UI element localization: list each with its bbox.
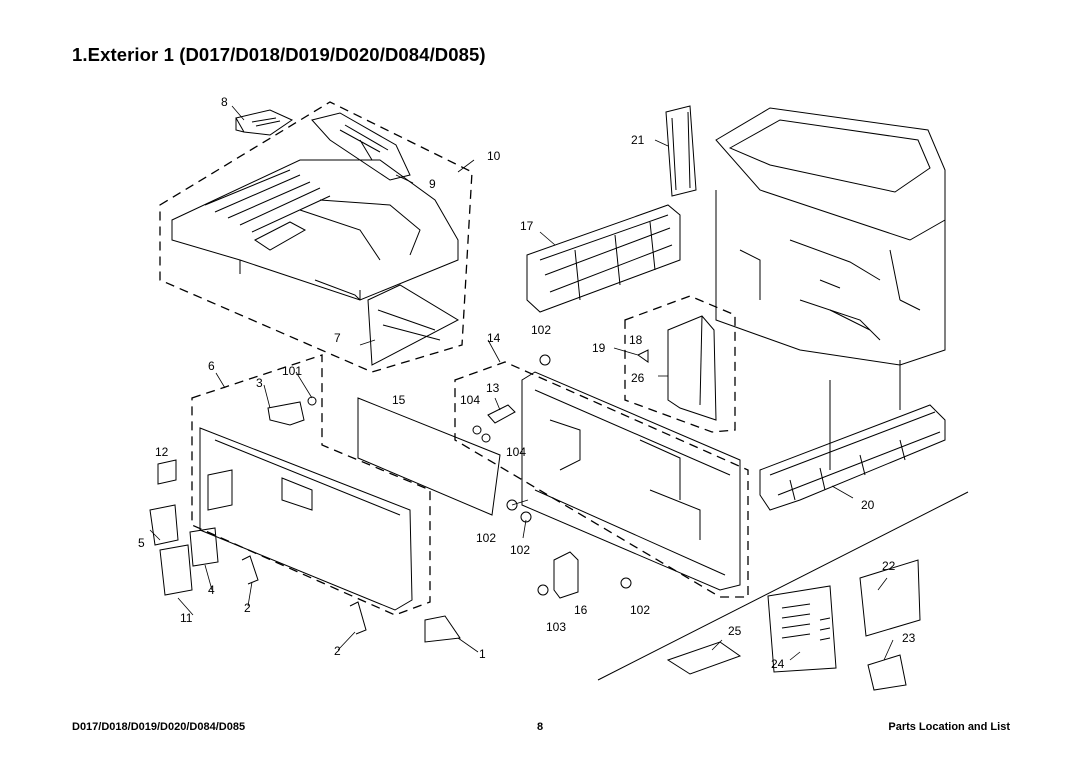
callout-13: 13	[486, 381, 500, 395]
callout-17: 17	[520, 219, 534, 233]
accessories-divider	[597, 491, 969, 681]
callout-101: 101	[282, 364, 302, 378]
part-20-unit	[759, 404, 946, 511]
machine-body	[715, 107, 946, 470]
part-18-clip	[637, 349, 649, 363]
footer-section-title: Parts Location and List	[888, 721, 1010, 733]
part-4-plate	[189, 527, 219, 567]
callout-4: 4	[208, 583, 215, 597]
part-16-latch	[553, 551, 579, 599]
callout-103: 103	[546, 620, 566, 634]
screws	[307, 354, 632, 596]
footer-page-number: 8	[537, 721, 544, 733]
leader-lines	[149, 105, 894, 661]
callout-10: 10	[487, 149, 501, 163]
part-6-front-cover	[199, 427, 413, 611]
callout-2-right: 2	[334, 644, 341, 658]
callout-104-top: 104	[460, 393, 480, 407]
part-2-hook-b	[349, 601, 367, 635]
callout-2-left: 2	[244, 601, 251, 615]
callout-14: 14	[487, 331, 501, 345]
part-14-inner-cover	[521, 371, 741, 591]
callout-26: 26	[631, 371, 645, 385]
callout-11: 11	[180, 611, 193, 625]
footer-model-list: D017/D018/D019/D020/D084/D085	[72, 721, 246, 733]
part-2-hook-a	[241, 555, 259, 585]
part-8-handle	[235, 109, 294, 136]
part-7-plate	[367, 284, 460, 366]
dashed-group-front-cover	[191, 354, 431, 616]
part-26-side-cover	[667, 315, 717, 421]
part-12-pad	[157, 459, 177, 485]
callout-20: 20	[861, 498, 875, 512]
callout-7: 7	[334, 331, 341, 345]
part-5-cover	[149, 504, 179, 546]
callout-22: 22	[882, 559, 896, 573]
part-23-brush	[867, 654, 907, 691]
callout-102-left: 102	[476, 531, 496, 545]
part-24-sheet	[767, 585, 837, 673]
callout-19: 19	[592, 341, 606, 355]
callout-6: 6	[208, 359, 215, 373]
part-11-tray	[159, 544, 193, 596]
part-17-duct	[526, 204, 681, 313]
callout-1: 1	[479, 647, 486, 661]
callout-23: 23	[902, 631, 916, 645]
part-25-manual	[666, 641, 742, 675]
callout-3: 3	[256, 376, 263, 390]
dashed-group-right-cover	[624, 295, 736, 433]
dashed-group-top-cover	[159, 101, 473, 373]
part-21-bracket	[665, 105, 697, 197]
callout-102-mid: 102	[510, 543, 530, 557]
callout-16: 16	[574, 603, 588, 617]
callout-5: 5	[138, 536, 145, 550]
page-title: 1.Exterior 1 (D017/D018/D019/D020/D084/D…	[72, 44, 486, 65]
callout-8: 8	[221, 95, 228, 109]
callout-18: 18	[629, 333, 643, 347]
part-1-flap	[424, 615, 461, 643]
part-3-bracket	[267, 401, 305, 426]
callout-15: 15	[392, 393, 406, 407]
callout-104-bottom: 104	[506, 445, 526, 459]
callout-25: 25	[728, 624, 742, 638]
callout-102-right: 102	[630, 603, 650, 617]
part-13-bracket	[487, 404, 516, 424]
part-10-top-cover	[171, 159, 459, 301]
callout-9: 9	[429, 177, 436, 191]
dashed-group-inner-cover	[454, 361, 749, 598]
part-15-label	[357, 397, 501, 516]
part-9-guide	[311, 112, 411, 181]
part-22-holder	[859, 559, 921, 637]
callout-102-top: 102	[531, 323, 551, 337]
callout-12: 12	[155, 445, 169, 459]
callout-21: 21	[631, 133, 645, 147]
callout-24: 24	[771, 657, 785, 671]
